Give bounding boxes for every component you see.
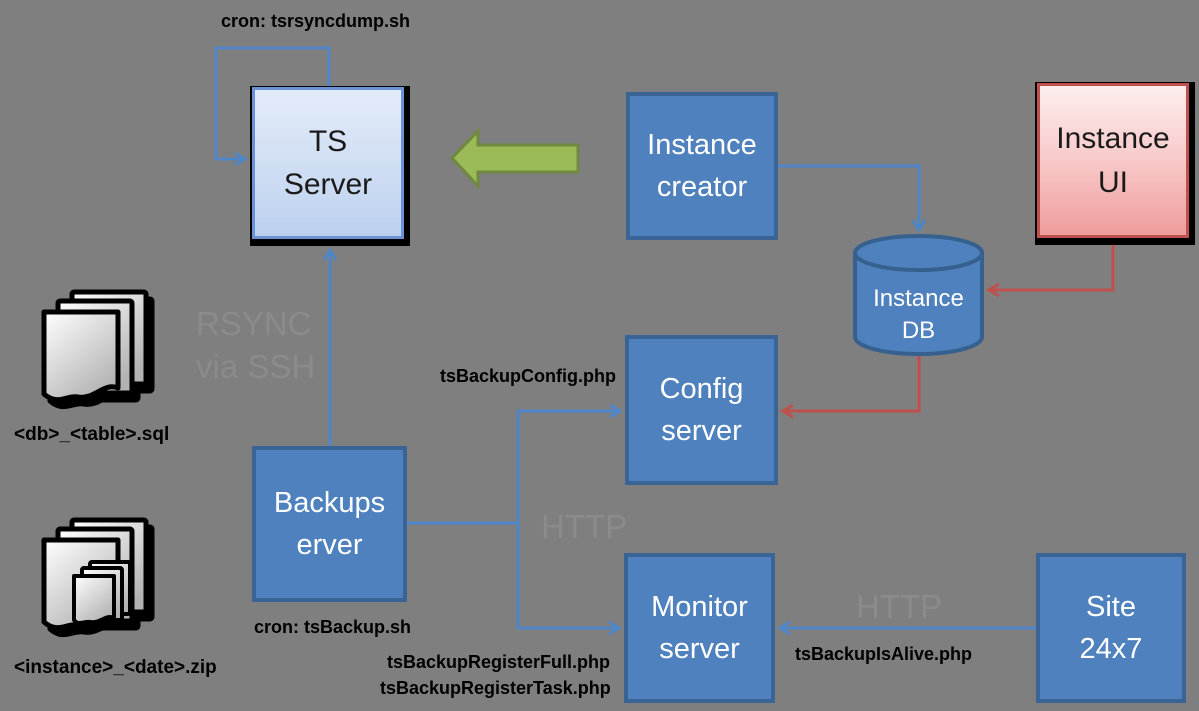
instance-db-cylinder (853, 234, 984, 356)
label-zip-files: <instance>_<date>.zip (14, 657, 217, 678)
watermark-rsync: RSYNC via SSH (196, 303, 315, 389)
node-ts-server-line1: TS (308, 124, 348, 158)
node-config-server-line2: server (661, 415, 742, 447)
node-monitor-server-line2: server (659, 633, 740, 665)
watermark-http-config: HTTP (541, 508, 628, 545)
label-tsbackupconfig: tsBackupConfig.php (440, 366, 616, 386)
node-monitor-server: Monitor server (624, 553, 775, 703)
connector-instance-ui-to-instance-db (986, 238, 1115, 298)
node-backups-server: Backups erver (252, 446, 407, 602)
node-instance-ui-line2: UI (1098, 165, 1128, 199)
node-instance-db-line2: DB (901, 317, 936, 345)
connector-creator-to-instance-db (778, 164, 927, 233)
label-cron-rsyncdump: cron: tsrsyncdump.sh (221, 11, 411, 31)
watermark-rsync-line2: via SSH (196, 347, 316, 385)
label-register-task: tsBackupRegisterTask.php (380, 678, 611, 698)
label-register-full: tsBackupRegisterFull.php (386, 652, 610, 672)
node-instance-db-label: Instance DB (855, 283, 982, 348)
node-instance-creator: Instance creator (626, 92, 778, 240)
node-instance-creator-line1: Instance (647, 128, 757, 161)
zipped-documents-stack-icon (41, 517, 149, 631)
connector-instance-db-to-config-server (780, 354, 921, 419)
node-ts-server-line2: Server (283, 168, 373, 201)
node-site-24x7-line1: Site (1086, 590, 1136, 623)
label-cron-backup: cron: tsBackup.sh (254, 617, 412, 637)
connector-junction-to-config-server (516, 403, 623, 523)
node-monitor-server-line1: Monitor (651, 590, 748, 623)
label-isalive: tsBackupIsAlive.php (795, 644, 973, 664)
node-site-24x7-line2: 24x7 (1079, 633, 1143, 665)
node-instance-db-line1: Instance (873, 285, 964, 312)
documents-stack-icon (41, 289, 149, 403)
node-ts-server: TS Server (252, 87, 404, 239)
node-backups-server-line2: erver (296, 529, 363, 561)
node-site-24x7: Site 24x7 (1036, 553, 1186, 703)
watermark-rsync-line1: RSYNC (196, 305, 312, 342)
node-instance-ui-line1: Instance (1056, 122, 1170, 155)
connector-cron-loop-ts-server (214, 46, 331, 167)
connector-junction-to-monitor-server (516, 523, 622, 636)
node-instance-creator-line2: creator (656, 171, 748, 203)
green-left-arrow-icon (449, 127, 580, 190)
node-config-server: Config server (625, 335, 778, 485)
node-backups-server-line1: Backups (273, 486, 386, 519)
node-config-server-line1: Config (659, 372, 744, 405)
node-instance-ui: Instance UI (1037, 83, 1189, 238)
label-sql-files: <db>_<table>.sql (14, 424, 170, 445)
watermark-http-site: HTTP (856, 588, 943, 625)
